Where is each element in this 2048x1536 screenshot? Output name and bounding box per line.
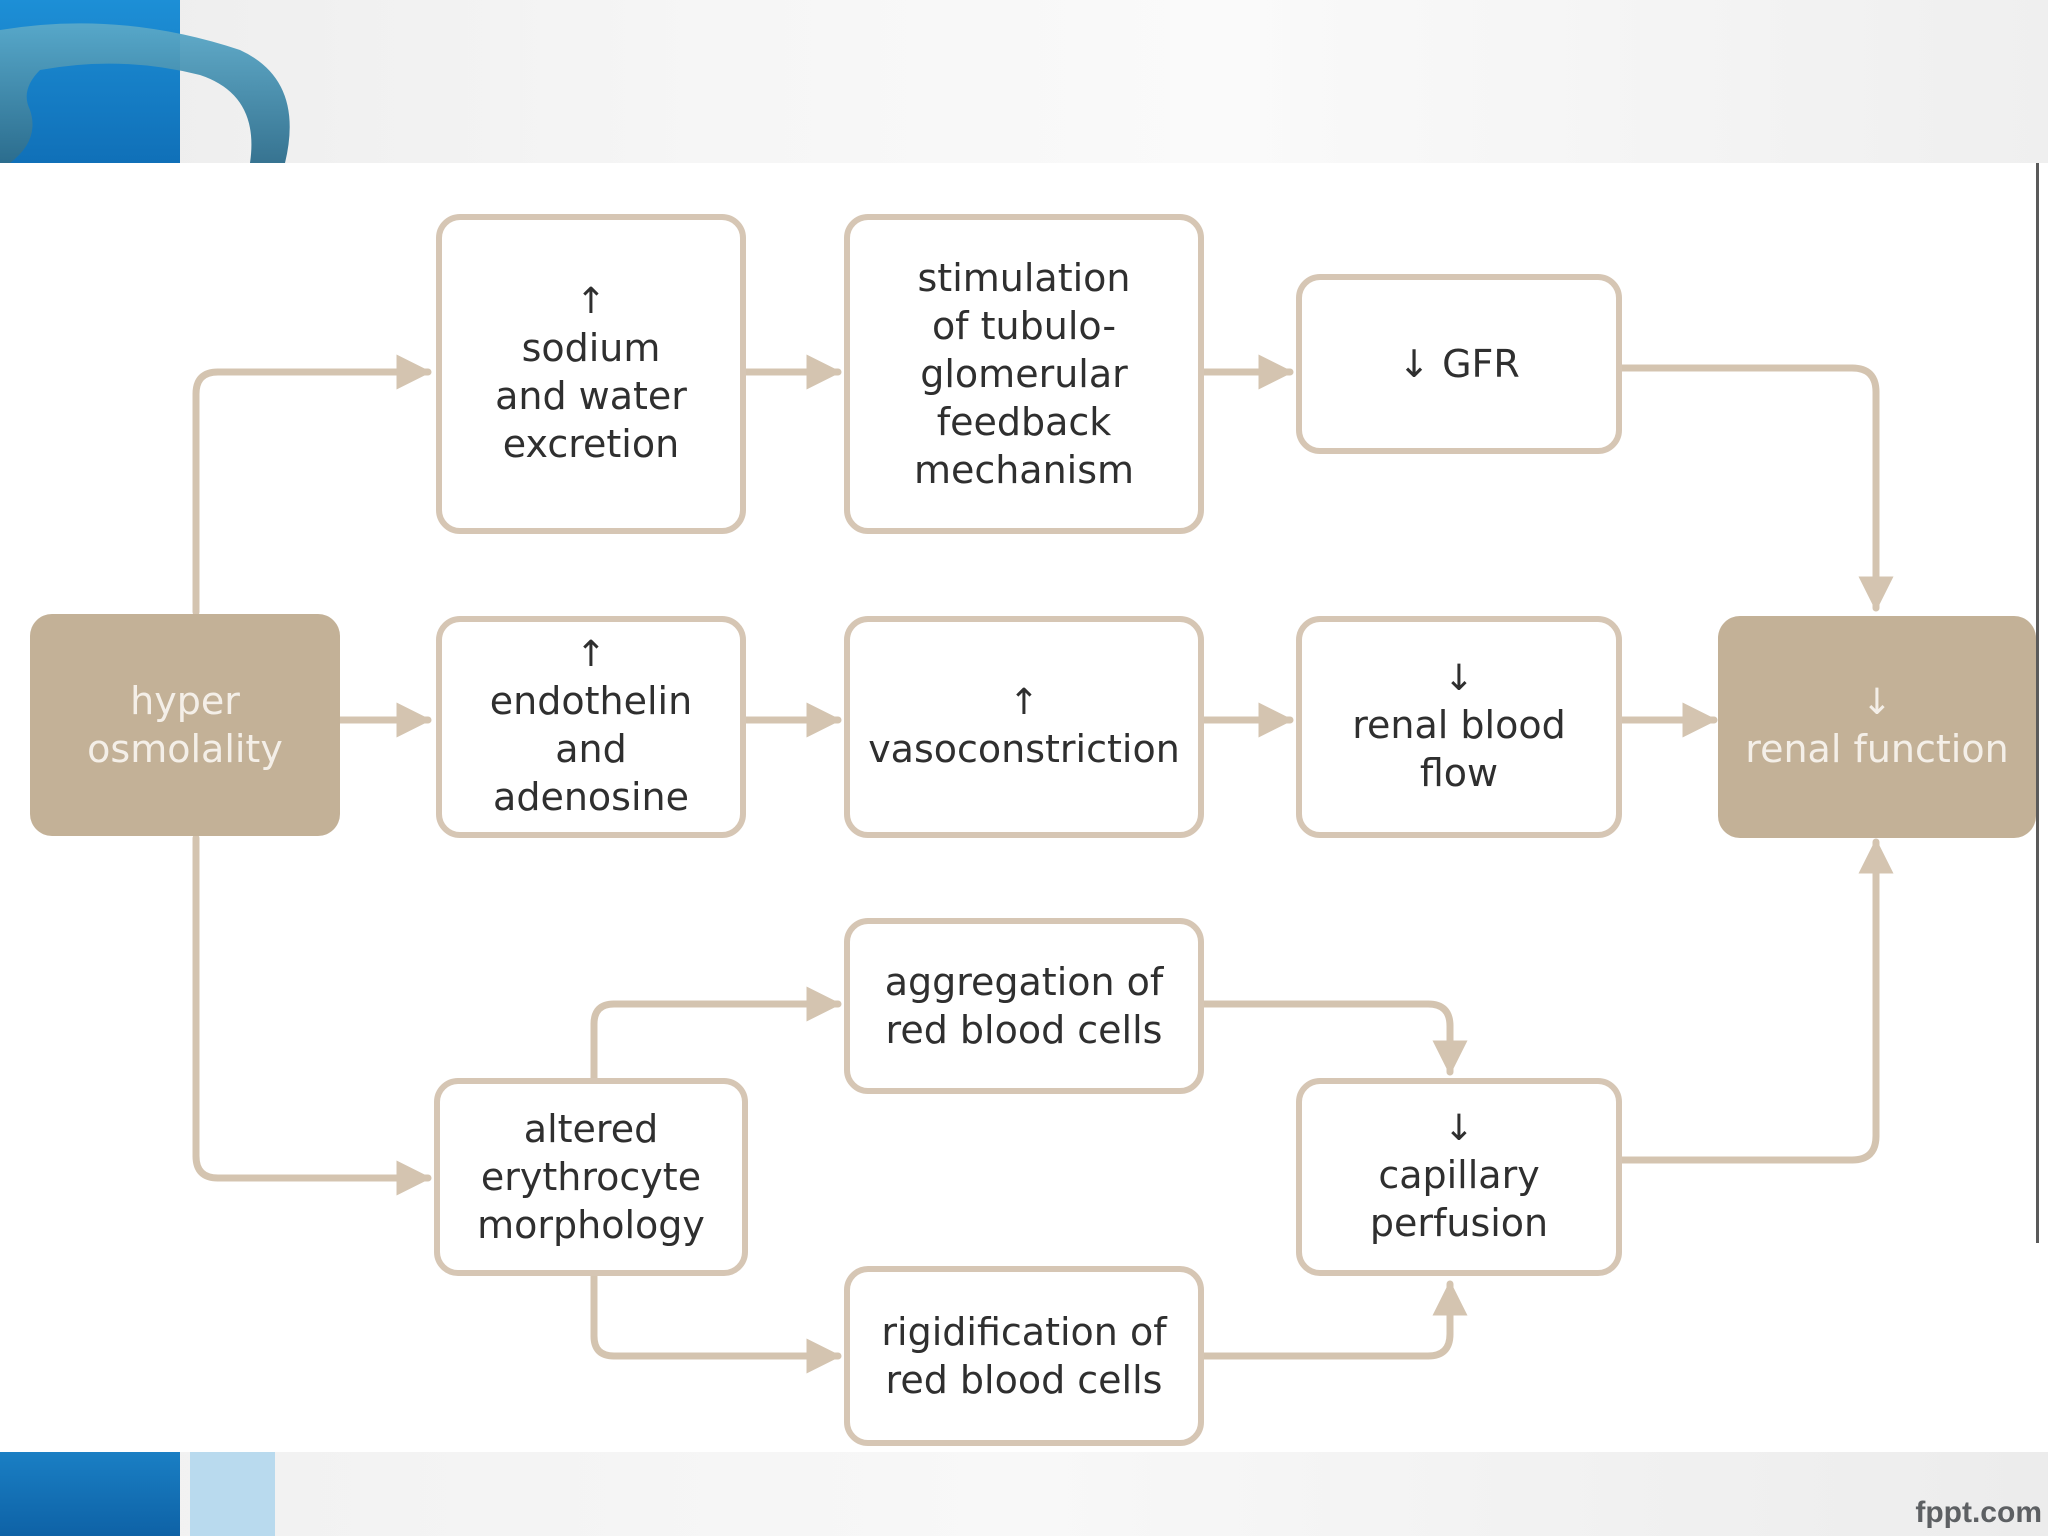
node-tgf-line2: of tubulo- bbox=[931, 304, 1117, 348]
connector-erythrocyte-to-aggregation bbox=[590, 986, 842, 1082]
node-aggregation-rbc: aggregation of red blood cells bbox=[844, 918, 1204, 1094]
connector-hyper-to-sodium bbox=[192, 354, 432, 616]
blue-ring-logo-icon bbox=[0, 23, 290, 163]
node-sodium-water-excretion: ↑ sodium and water excretion bbox=[436, 214, 746, 534]
node-tgf-line4: feedback bbox=[936, 400, 1112, 444]
node-capillary-line1: capillary bbox=[1378, 1153, 1540, 1197]
node-rbf-line2: flow bbox=[1419, 751, 1499, 795]
connector-hyper-to-erythrocyte bbox=[192, 834, 432, 1196]
node-vasoconstriction: ↑ vasoconstriction bbox=[844, 616, 1204, 838]
node-tgf-line5: mechanism bbox=[913, 448, 1135, 492]
connector-rigidification-to-capillary bbox=[1200, 1280, 1468, 1360]
slide-edge-rule bbox=[2036, 163, 2039, 1243]
node-hyper-osmolality-line1: hyper bbox=[130, 679, 240, 723]
node-sodium-line3: excretion bbox=[502, 422, 680, 466]
up-arrow-icon: ↑ bbox=[1008, 682, 1040, 723]
down-arrow-icon: ↓ bbox=[1443, 1108, 1475, 1149]
footer-lightblue-block bbox=[190, 1452, 275, 1536]
node-endothelin-line2: and bbox=[555, 727, 627, 771]
up-arrow-icon: ↑ bbox=[575, 281, 607, 322]
node-aggregation-line2: red blood cells bbox=[885, 1008, 1163, 1052]
node-renal-function: ↓ renal function bbox=[1718, 616, 2036, 838]
node-erythrocyte-line2: erythrocyte bbox=[480, 1155, 702, 1199]
node-gfr: ↓ GFR bbox=[1296, 274, 1622, 454]
node-sodium-line1: sodium bbox=[521, 326, 661, 370]
node-endothelin-line3: adenosine bbox=[493, 775, 689, 819]
down-arrow-icon: ↓ bbox=[1443, 658, 1475, 699]
node-rigidification-line2: red blood cells bbox=[885, 1358, 1163, 1402]
node-vaso-line1: vasoconstriction bbox=[868, 727, 1180, 771]
node-capillary-perfusion: ↓ capillary perfusion bbox=[1296, 1078, 1622, 1276]
node-rbf-line1: renal blood bbox=[1352, 703, 1566, 747]
node-erythrocyte-line1: altered bbox=[523, 1107, 659, 1151]
node-tubuloglomerular-feedback: stimulation of tubulo- glomerular feedba… bbox=[844, 214, 1204, 534]
node-erythrocyte-line3: morphology bbox=[477, 1203, 705, 1247]
node-capillary-line2: perfusion bbox=[1369, 1201, 1549, 1245]
node-gfr-label: ↓ GFR bbox=[1398, 342, 1520, 386]
footer-band bbox=[0, 1452, 2048, 1536]
node-altered-erythrocyte-morphology: altered erythrocyte morphology bbox=[434, 1078, 748, 1276]
connector-gfr-to-renal bbox=[1618, 364, 1894, 612]
header-band bbox=[0, 0, 2048, 163]
footer-blue-block bbox=[0, 1452, 180, 1536]
down-arrow-icon: ↓ bbox=[1861, 682, 1893, 723]
node-aggregation-line1: aggregation of bbox=[884, 960, 1164, 1004]
node-sodium-line2: and water bbox=[495, 374, 687, 418]
watermark: fppt.com bbox=[1915, 1496, 2042, 1529]
node-tgf-line1: stimulation bbox=[917, 256, 1131, 300]
node-renal-blood-flow: ↓ renal blood flow bbox=[1296, 616, 1622, 838]
node-tgf-line3: glomerular bbox=[920, 352, 1128, 396]
node-hyper-osmolality: hyper osmolality bbox=[30, 614, 340, 836]
node-renal-function-line1: renal function bbox=[1745, 727, 2009, 771]
node-hyper-osmolality-line2: osmolality bbox=[87, 727, 283, 771]
connector-capillary-to-renal bbox=[1618, 838, 1894, 1164]
connector-erythrocyte-to-rigidification bbox=[590, 1272, 842, 1374]
node-endothelin-adenosine: ↑ endothelin and adenosine bbox=[436, 616, 746, 838]
node-endothelin-line1: endothelin bbox=[489, 679, 693, 723]
up-arrow-icon: ↑ bbox=[575, 634, 607, 675]
connector-aggregation-to-capillary bbox=[1200, 1000, 1468, 1076]
node-rigidification-line1: rigidification of bbox=[881, 1310, 1167, 1354]
node-rigidification-rbc: rigidification of red blood cells bbox=[844, 1266, 1204, 1446]
